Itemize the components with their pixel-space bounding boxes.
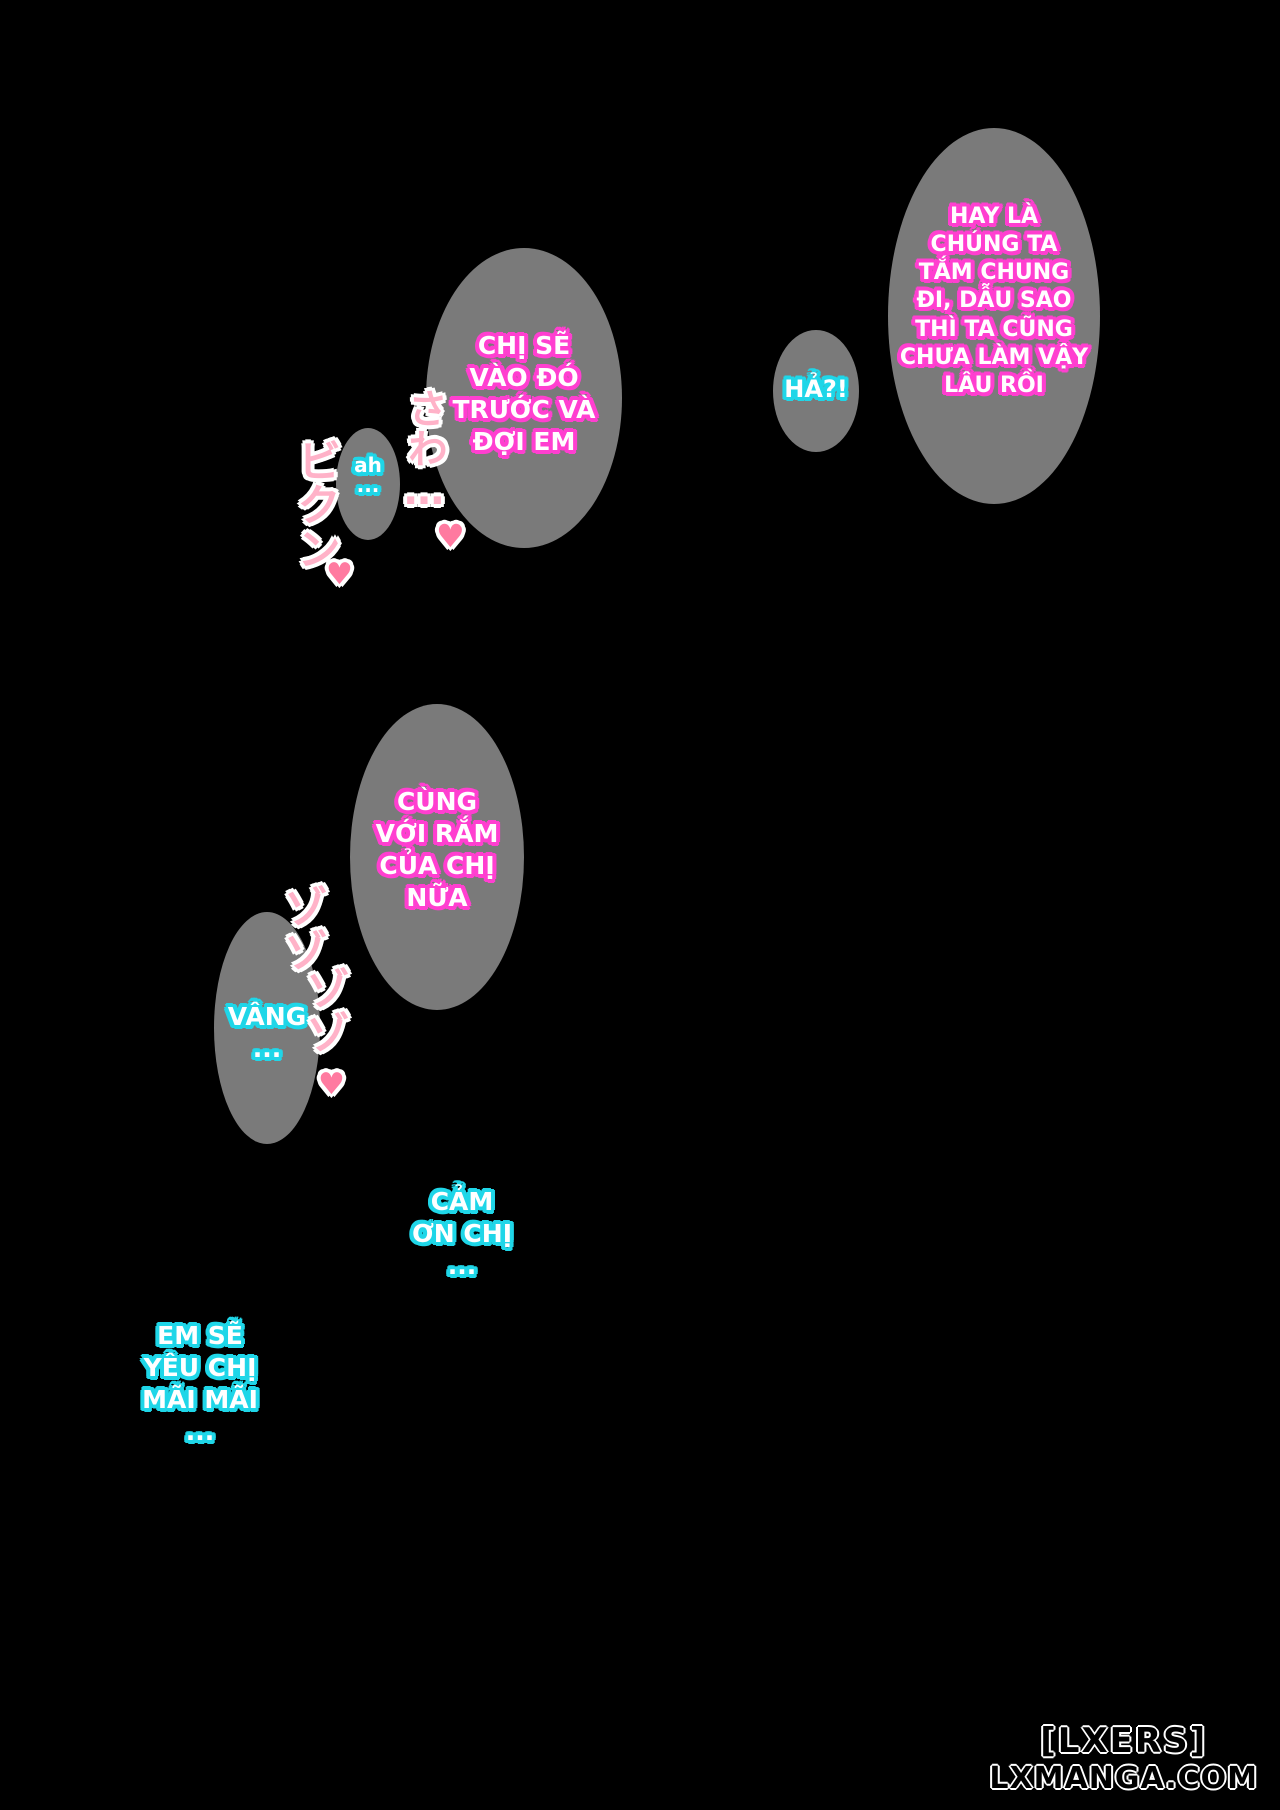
speech-bubble-6 xyxy=(214,912,320,1144)
watermark-logo: [LXERS] LXMANGA.COM xyxy=(989,1722,1258,1796)
dialogue-text-6: VÂNG ... xyxy=(227,1002,307,1063)
dialogue-text-4: ah ... xyxy=(354,453,382,497)
speech-bubble-4 xyxy=(336,428,400,540)
speech-bubble-2 xyxy=(773,330,859,452)
sfx-bikun: ビクン xyxy=(289,438,340,570)
speech-bubble-5 xyxy=(350,704,524,1010)
watermark-bottom: LXMANGA.COM xyxy=(989,1760,1258,1796)
watermark-top: [LXERS] xyxy=(1040,1721,1208,1762)
speech-bubble-1 xyxy=(888,128,1100,504)
sfx-sawa: さわ… xyxy=(401,388,447,514)
dialogue-text-2: HẢ?! xyxy=(784,375,848,403)
dialogue-text-5: CÙNG VỚI RẮM CỦA CHỊ NỮA xyxy=(375,787,499,912)
heart-icon: ♥ xyxy=(326,557,353,592)
dialogue-text-1: HAY LÀ CHÚNG TA TẮM CHUNG ĐI, DẪU SAO TH… xyxy=(899,204,1089,398)
sfx-zozo-2: ゾゾ xyxy=(297,966,348,1054)
dialogue-text-8: EM SẼ YÊU CHỊ MÃI MÃI ... xyxy=(142,1321,258,1446)
dialogue-text-7: CẢM ƠN CHỊ ... xyxy=(411,1187,513,1280)
heart-icon: ♥ xyxy=(318,1067,345,1102)
speech-bubble-3 xyxy=(426,248,622,548)
dialogue-text-3: CHỊ SẼ VÀO ĐÓ TRƯỚC VÀ ĐỢI EM xyxy=(452,331,596,456)
sfx-zozo-1: ゾゾ xyxy=(275,884,326,972)
heart-icon: ♥ xyxy=(436,517,465,555)
